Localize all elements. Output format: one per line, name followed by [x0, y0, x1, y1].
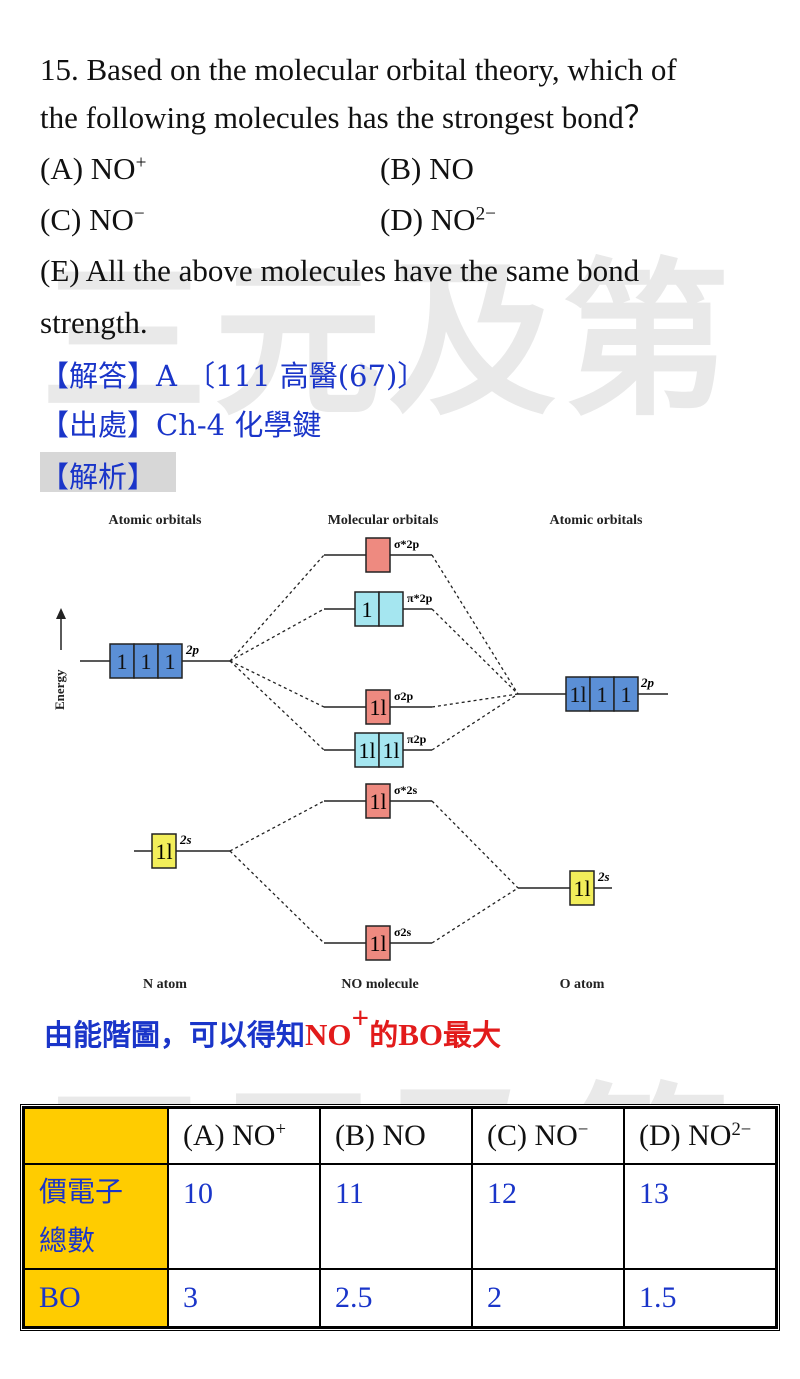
o-2s-orbital: [569, 870, 595, 906]
svg-text:1: 1: [141, 649, 152, 674]
source-value: Ch-4 化學鍵: [156, 408, 322, 442]
mo-pi2p-star: [354, 591, 404, 627]
table-row-bo: BO 3 2.5 2 1.5: [23, 1267, 777, 1329]
header-left: Atomic orbitals: [109, 513, 202, 528]
mo-sigma2s-electrons: 1l: [369, 931, 386, 956]
answer-label: 【解答】: [40, 359, 157, 393]
o-2s-electrons: 1l: [573, 876, 590, 901]
mo-sigma2s-star-electrons: 1l: [369, 789, 386, 814]
footer-mid: NO molecule: [341, 977, 418, 992]
answer-line: 【解答】A 〔111 高醫(67)〕: [40, 353, 426, 395]
option-e-line-2: strength.: [40, 305, 148, 340]
n-2s-label: 2s: [179, 832, 192, 847]
table-corner-cell: [23, 1106, 169, 1166]
mo-sigma2p-label: σ2p: [394, 689, 414, 703]
analysis-line: 【解析】: [40, 454, 156, 496]
mo-pi2p-star-electrons: 1: [362, 597, 373, 622]
table-header-a: (A) NO+: [167, 1106, 321, 1166]
option-e-line-1: (E) All the above molecules have the sam…: [40, 253, 640, 288]
option-d: (D) NO2−: [380, 202, 496, 237]
analysis-highlight: [40, 452, 176, 492]
table-header-b: (B) NO: [319, 1106, 473, 1166]
question-line-1: 15. Based on the molecular orbital theor…: [40, 52, 677, 87]
svg-text:1l: 1l: [358, 738, 375, 763]
table-header-c: (C) NO−: [471, 1106, 625, 1166]
mo-pi2p: [354, 732, 404, 768]
table-cell: 2: [471, 1267, 625, 1329]
table-cell: 11: [319, 1163, 473, 1270]
energy-axis: Energy: [52, 608, 67, 710]
table-cell: 13: [623, 1163, 777, 1270]
correlation-lines: [229, 554, 519, 944]
table-header-row: (A) NO+ (B) NO (C) NO− (D) NO2−: [23, 1106, 777, 1166]
n-2p-label: 2p: [185, 642, 200, 657]
watermark-top: 三元及第: [40, 243, 736, 439]
bond-order-table: (A) NO+ (B) NO (C) NO− (D) NO2− 價電子總數 10…: [20, 1104, 780, 1331]
svg-text:1: 1: [621, 682, 632, 707]
mo-pi2p-star-label: π*2p: [407, 591, 433, 605]
mo-sigma2s: [365, 925, 391, 961]
mo-sigma2p-star-label: σ*2p: [394, 537, 420, 551]
header-mid: Molecular orbitals: [328, 513, 439, 528]
svg-text:1l: 1l: [569, 682, 586, 707]
answer-value: A 〔111 高醫(67)〕: [156, 359, 427, 393]
o-2s-label: 2s: [597, 869, 610, 884]
n-2p-orbitals: [109, 643, 183, 679]
table-cell: 2.5: [319, 1267, 473, 1329]
n-2s-electrons: 1l: [155, 839, 172, 864]
mo-sigma2s-star: [365, 783, 391, 819]
n-2s-orbital: [151, 833, 177, 869]
table-cell: 3: [167, 1267, 321, 1329]
o-2p-label: 2p: [640, 675, 655, 690]
mo-pi2p-electrons: 1l 1l: [358, 738, 399, 763]
table-cell: 12: [471, 1163, 625, 1270]
mo-sigma2p: [365, 689, 391, 725]
mo-sigma2p-electrons: 1l: [369, 695, 386, 720]
analysis-label: 【解析】: [40, 460, 157, 494]
energy-label: Energy: [52, 669, 67, 710]
mo-energy-diagram: Atomic orbitals Molecular orbitals Atomi…: [52, 513, 668, 992]
svg-text:1: 1: [165, 649, 176, 674]
question-line-2: the following molecules has the stronges…: [40, 100, 655, 135]
option-a: (A) NO+: [40, 151, 147, 186]
o-2p-orbitals: [565, 676, 639, 712]
source-line: 【出處】Ch-4 化學鍵: [40, 402, 321, 444]
svg-text:1: 1: [117, 649, 128, 674]
footer-right: O atom: [560, 977, 605, 992]
conclusion-line: 由能階圖，可以得知NO+的BO最大: [44, 999, 502, 1052]
source-label: 【出處】: [40, 408, 157, 442]
table-row-valence-label: 價電子總數: [23, 1163, 169, 1270]
table-cell: 10: [167, 1163, 321, 1270]
mo-pi2p-label: π2p: [407, 732, 427, 746]
table-header-d: (D) NO2−: [623, 1106, 777, 1166]
table-cell: 1.5: [623, 1267, 777, 1329]
mo-sigma2s-label: σ2s: [394, 925, 412, 939]
svg-text:1l: 1l: [382, 738, 399, 763]
footer-left: N atom: [143, 977, 187, 992]
table-row-bo-label: BO: [23, 1267, 169, 1329]
mo-sigma2s-star-label: σ*2s: [394, 783, 418, 797]
option-b: (B) NO: [380, 151, 474, 186]
svg-text:1: 1: [597, 682, 608, 707]
header-right: Atomic orbitals: [550, 513, 643, 528]
mo-sigma2p-star: [365, 537, 391, 573]
table-row-valence: 價電子總數 10 11 12 13: [23, 1163, 777, 1270]
option-c: (C) NO−: [40, 202, 145, 237]
